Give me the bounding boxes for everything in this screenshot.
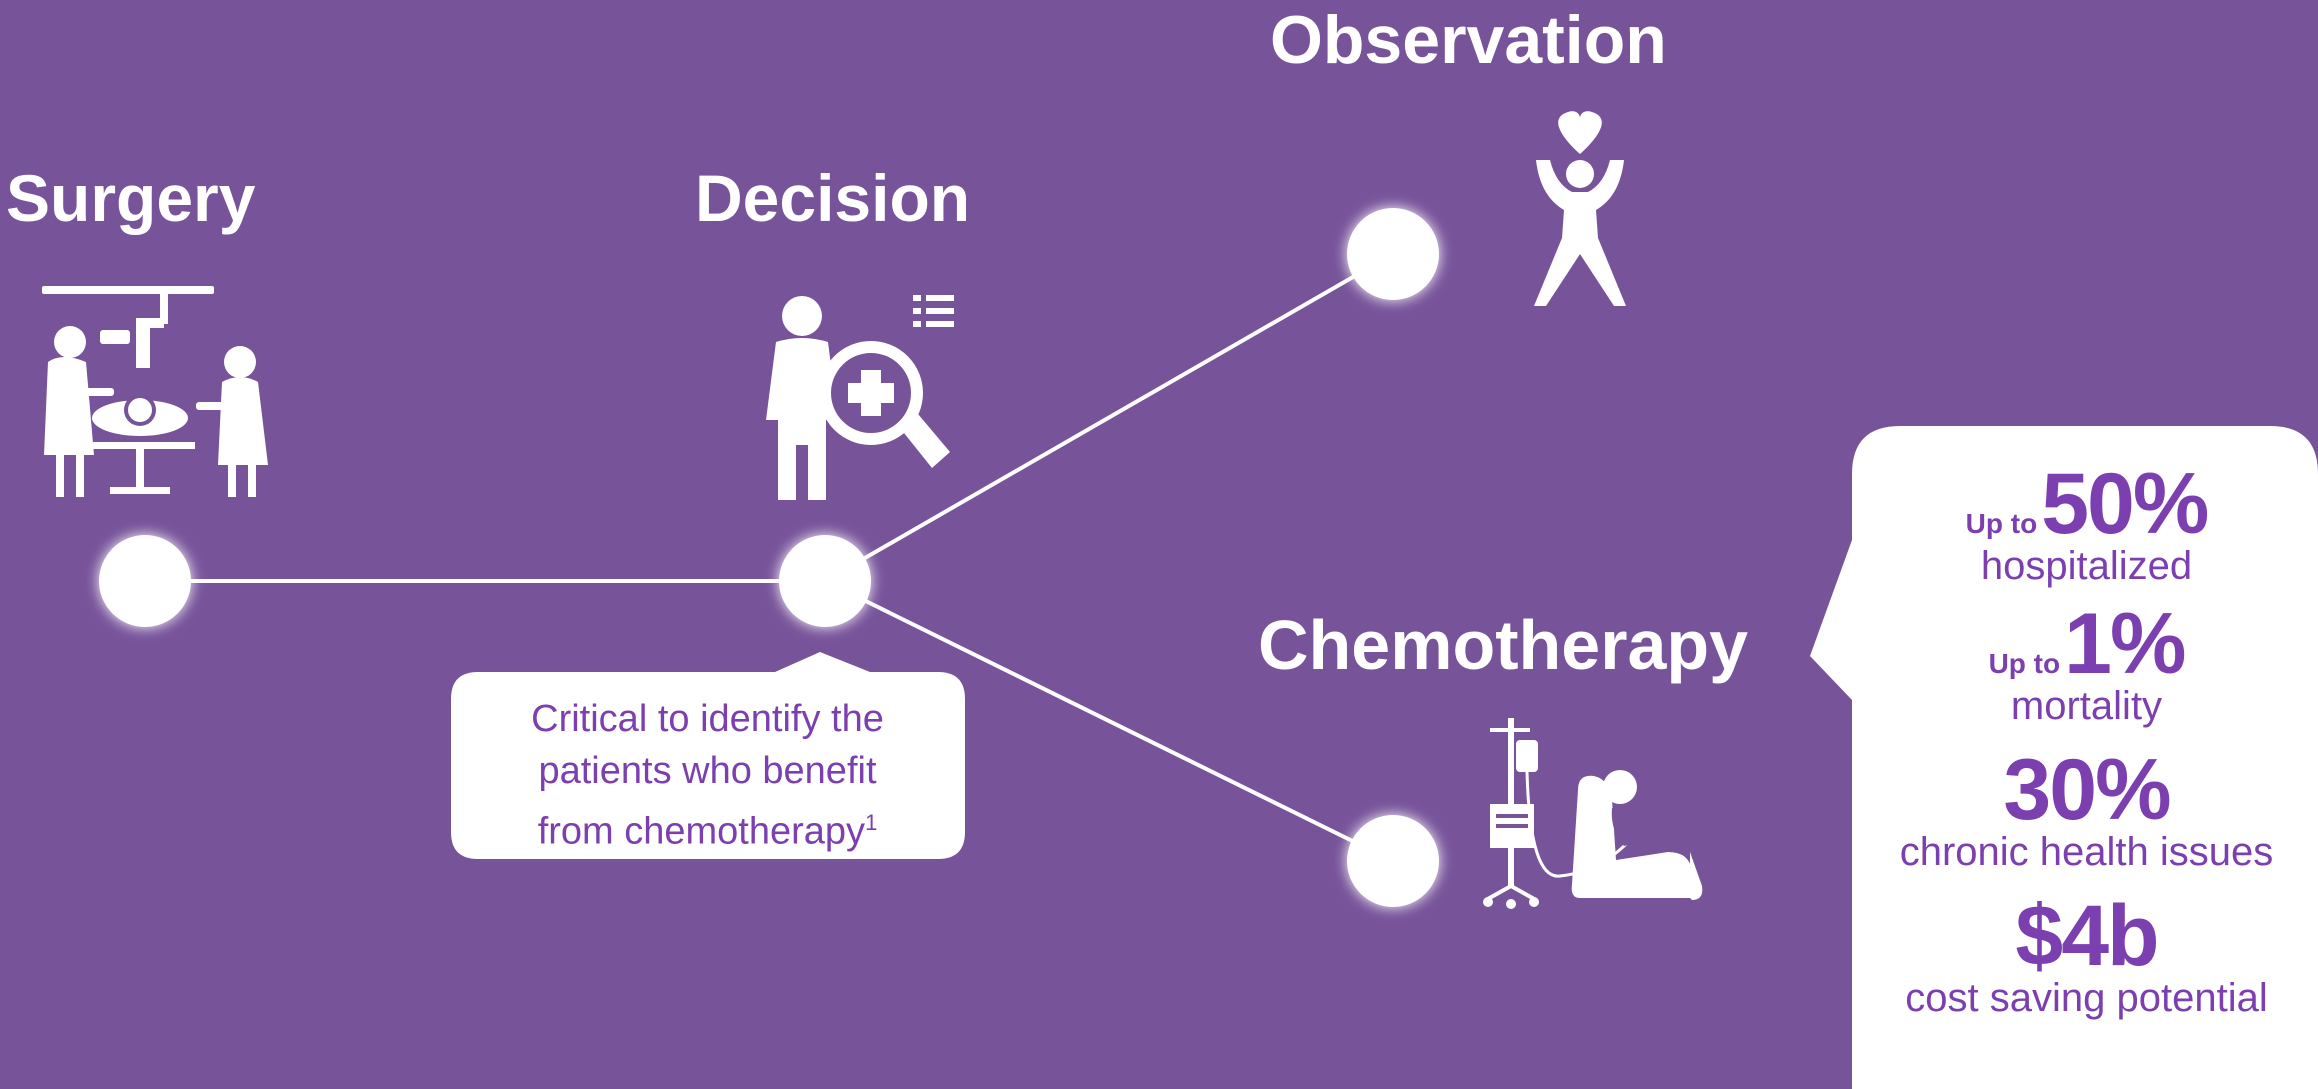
node-surgery — [99, 535, 191, 627]
stat-value: 50% — [2041, 456, 2209, 552]
person-magnifier-checklist-icon — [766, 295, 954, 500]
surgery-team-icon — [42, 286, 268, 497]
stat-value: 1% — [2064, 596, 2186, 692]
stat-cost-value-row: $4b — [1855, 893, 2318, 979]
decision-callout-text: Critical to identify the patients who be… — [450, 693, 965, 858]
stat-hospitalized: Up to50% hospitalized — [1855, 461, 2318, 588]
chemotherapy-stats: Up to50% hospitalized Up to1% mortality … — [1855, 430, 2318, 1020]
callout-line-3-wrap: from chemotherapy1 — [450, 797, 965, 858]
person-heart-icon — [1534, 111, 1626, 306]
stage-label-observation: Observation — [1270, 2, 1667, 78]
node-observation — [1347, 208, 1439, 300]
stat-cost-saving: $4b cost saving potential — [1855, 893, 2318, 1020]
decision-callout-bubble — [451, 652, 965, 859]
stat-value: $4b — [2015, 888, 2159, 984]
node-decision — [779, 535, 871, 627]
callout-line-1: Critical to identify the — [531, 698, 884, 740]
stat-hospitalized-value-row: Up to50% — [1855, 461, 2318, 547]
stat-label: chronic health issues — [1899, 830, 2274, 874]
stat-label: mortality — [2010, 684, 2163, 728]
iv-chemotherapy-chair-icon — [1483, 718, 1703, 909]
stage-label-chemotherapy: Chemotherapy — [1258, 606, 1749, 684]
stage-label-decision: Decision — [695, 161, 971, 235]
stat-chronic-health: 30% chronic health issues — [1855, 747, 2318, 874]
stat-mortality-value-row: Up to1% — [1855, 601, 2318, 687]
stat-value: 30% — [2003, 742, 2171, 838]
connector-decision-chemotherapy — [824, 579, 1394, 863]
chemotherapy-stats-bubble — [1810, 426, 2318, 1089]
stat-label: hospitalized — [1980, 544, 2193, 588]
callout-line-3: from chemotherapy — [537, 810, 866, 853]
callout-footnote: 1 — [865, 810, 878, 835]
stat-chronic-value-row: 30% — [1855, 747, 2318, 833]
callout-line-2: patients who benefit — [538, 750, 877, 792]
stat-prefix: Up to — [1965, 508, 2038, 539]
stat-mortality: Up to1% mortality — [1855, 601, 2318, 728]
node-chemotherapy — [1347, 815, 1439, 907]
stat-label: cost saving potential — [1905, 976, 2268, 1020]
stage-label-surgery: Surgery — [6, 161, 256, 235]
stat-prefix: Up to — [1988, 648, 2061, 679]
connector-decision-observation — [824, 252, 1394, 583]
